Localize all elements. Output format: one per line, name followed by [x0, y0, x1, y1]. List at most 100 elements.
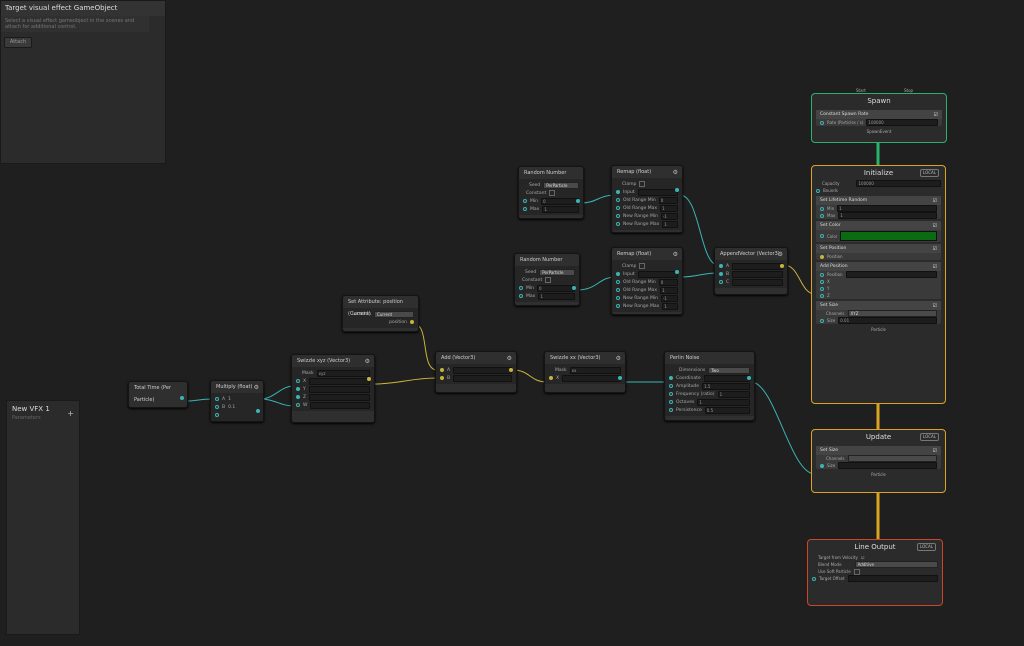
input-port[interactable] — [549, 376, 553, 380]
clamp-checkbox[interactable] — [639, 263, 646, 269]
enabled-checkbox[interactable]: ☑ — [933, 112, 938, 118]
output-port[interactable] — [747, 376, 751, 380]
input-port[interactable] — [669, 408, 673, 412]
constant-spawn-rate-block[interactable]: Constant Spawn Rate☑ Rate (Particles / s… — [816, 110, 942, 126]
add-vector3-node[interactable]: Add (Vector3) ⚙ A B — [435, 351, 517, 393]
input-port[interactable] — [816, 188, 820, 193]
set-color-block[interactable]: Set Color☑ Color — [816, 221, 941, 242]
input-port[interactable] — [820, 279, 824, 284]
clamp-checkbox[interactable] — [639, 181, 646, 187]
output-port[interactable] — [367, 377, 371, 381]
input-port[interactable] — [616, 280, 620, 284]
vector-field[interactable] — [562, 374, 621, 382]
value-field[interactable]: 1 — [542, 205, 579, 213]
input-port[interactable] — [616, 190, 620, 194]
enabled-checkbox[interactable]: ☑ — [932, 264, 937, 270]
output-port[interactable] — [509, 368, 513, 372]
output-port[interactable] — [572, 286, 576, 290]
input-port[interactable] — [519, 294, 523, 298]
input-port[interactable] — [440, 368, 444, 372]
channels-dropdown[interactable]: XYZ — [847, 310, 937, 317]
output-port[interactable] — [576, 199, 580, 203]
value-field[interactable]: -1 — [660, 294, 678, 302]
location-dropdown[interactable]: Current — [374, 310, 414, 318]
attach-button[interactable]: Attach — [4, 37, 32, 48]
set-size-block[interactable]: Set Size☑ Channels Size — [816, 446, 941, 469]
color-swatch[interactable] — [840, 231, 937, 241]
input-port[interactable] — [296, 395, 300, 399]
enabled-checkbox[interactable]: ☑ — [932, 198, 937, 204]
settings-icon[interactable]: ⚙ — [364, 358, 370, 365]
enabled-checkbox[interactable]: ☑ — [932, 448, 937, 454]
value-field[interactable] — [637, 188, 678, 196]
value-field[interactable]: 1 — [717, 390, 750, 398]
settings-icon[interactable]: ⚙ — [506, 355, 512, 362]
remap-node-2[interactable]: Remap (float) ⚙ Clamp Input Old Range Mi… — [611, 247, 683, 315]
size-field[interactable] — [838, 462, 937, 469]
input-port[interactable] — [523, 199, 527, 203]
space-badge[interactable]: LOCAL — [917, 543, 936, 551]
input-port[interactable] — [215, 397, 219, 401]
value-field[interactable]: 1 — [697, 398, 750, 406]
enabled-checkbox[interactable]: ☑ — [932, 246, 937, 252]
vector-field[interactable] — [309, 377, 370, 385]
space-badge[interactable]: LOCAL — [920, 433, 939, 441]
value-field[interactable]: 1 — [837, 205, 937, 212]
constant-checkbox[interactable] — [545, 277, 552, 283]
input-port[interactable] — [820, 206, 824, 211]
value-field[interactable] — [703, 374, 750, 382]
input-port[interactable] — [820, 213, 824, 218]
mask-field[interactable]: xyz — [316, 369, 370, 377]
input-port[interactable] — [616, 272, 620, 276]
target-velocity-checkbox[interactable]: ☑ — [860, 555, 865, 560]
input-port[interactable] — [440, 376, 444, 380]
vector-field[interactable] — [453, 374, 512, 382]
input-port[interactable] — [669, 376, 673, 380]
value-field[interactable] — [732, 278, 783, 286]
input-port[interactable] — [669, 384, 673, 388]
port-value[interactable]: 1 — [228, 396, 231, 402]
capacity-field[interactable]: 100000 — [856, 180, 941, 187]
input-port[interactable] — [616, 214, 620, 218]
input-port[interactable] — [215, 405, 219, 409]
output-port[interactable] — [675, 270, 679, 274]
input-port[interactable] — [616, 288, 620, 292]
value-field[interactable]: 1 — [538, 292, 575, 300]
value-field[interactable]: 0.5 — [704, 406, 750, 414]
settings-icon[interactable]: ⚙ — [253, 384, 259, 391]
settings-icon[interactable]: ⚙ — [777, 251, 783, 258]
value-field[interactable]: 0 — [541, 197, 579, 205]
remap-node-1[interactable]: Remap (float) ⚙ Clamp Input Old Range Mi… — [611, 165, 683, 233]
rate-field[interactable]: 100000 — [866, 119, 938, 126]
input-port[interactable] — [669, 400, 673, 404]
output-port[interactable] — [256, 409, 260, 413]
input-port[interactable] — [812, 576, 816, 581]
dimensions-dropdown[interactable]: Two — [708, 366, 750, 374]
input-port[interactable] — [616, 198, 620, 202]
enabled-checkbox[interactable]: ☑ — [932, 223, 937, 229]
size-field[interactable]: 0.01 — [838, 317, 937, 324]
output-port[interactable] — [618, 376, 622, 380]
settings-icon[interactable]: ⚙ — [672, 251, 678, 258]
total-time-node[interactable]: Total Time (Per Particle) — [128, 381, 188, 408]
input-port[interactable] — [820, 286, 824, 291]
input-port[interactable] — [820, 272, 824, 277]
input-port[interactable] — [820, 293, 824, 298]
blend-mode-dropdown[interactable]: Additive — [854, 561, 938, 568]
value-field[interactable]: 1 — [660, 286, 678, 294]
input-port[interactable] — [296, 403, 300, 407]
input-port[interactable] — [296, 379, 300, 383]
value-field[interactable] — [310, 401, 370, 409]
set-attribute-position-node[interactable]: Set Attribute: position (Current) Locati… — [342, 295, 419, 332]
vector-field[interactable] — [847, 575, 938, 582]
settings-icon[interactable]: ⚙ — [615, 355, 621, 362]
value-field[interactable]: 0 — [658, 278, 678, 286]
